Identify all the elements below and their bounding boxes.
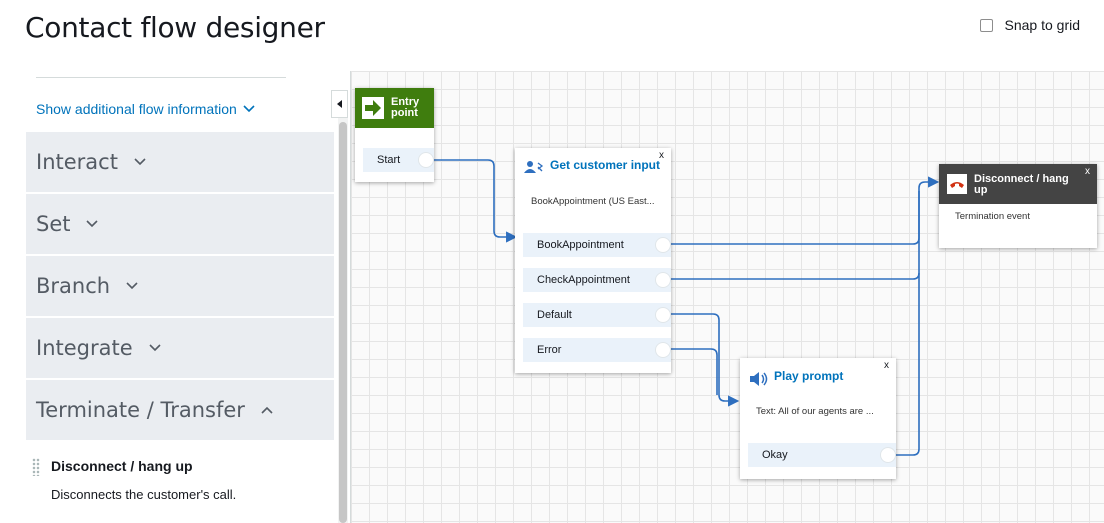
block-item-title: Disconnect / hang up bbox=[51, 458, 193, 474]
page-title: Contact flow designer bbox=[25, 11, 325, 44]
output-port[interactable] bbox=[655, 307, 671, 323]
chevron-up-icon bbox=[261, 406, 273, 414]
branch-label: Error bbox=[537, 344, 562, 356]
section-set[interactable]: Set bbox=[26, 194, 334, 254]
play-prompt-subtitle: Text: All of our agents are ... bbox=[756, 406, 874, 417]
snap-to-grid[interactable]: Snap to grid bbox=[979, 17, 1081, 33]
output-port[interactable] bbox=[655, 237, 671, 253]
branch-okay: Okay bbox=[748, 443, 896, 467]
branch-start: Start bbox=[363, 148, 434, 172]
block-item-description: Disconnects the customer's call. bbox=[51, 487, 237, 502]
speaker-icon bbox=[750, 372, 768, 386]
section-label: Terminate / Transfer bbox=[36, 398, 245, 422]
section-label: Set bbox=[36, 212, 71, 236]
play-prompt-title: Play prompt bbox=[774, 369, 844, 383]
branch-checkappointment: CheckAppointment bbox=[523, 268, 671, 292]
entry-point-header: Entry point bbox=[355, 88, 434, 128]
sidebar: Show additional flow information Interac… bbox=[26, 71, 334, 523]
close-icon[interactable]: x bbox=[659, 150, 664, 161]
section-branch[interactable]: Branch bbox=[26, 256, 334, 316]
wire-okay-to-disconnect[interactable] bbox=[896, 273, 920, 456]
get-customer-input-title: Get customer input bbox=[550, 158, 661, 172]
branch-label: CheckAppointment bbox=[537, 274, 630, 286]
get-customer-input-subtitle: BookAppointment (US East... bbox=[531, 196, 655, 207]
flow-connections bbox=[434, 159, 940, 456]
disconnect-title-line1: Disconnect / hang bbox=[974, 173, 1069, 185]
snap-to-grid-label: Snap to grid bbox=[1004, 17, 1081, 33]
snap-to-grid-checkbox[interactable] bbox=[979, 18, 993, 32]
collapse-sidebar-button[interactable] bbox=[331, 90, 348, 118]
flow-canvas[interactable]: Entry point Start Get customer input x B… bbox=[350, 71, 1104, 523]
entry-point-block[interactable]: Entry point Start bbox=[355, 88, 434, 182]
branch-label: Default bbox=[537, 309, 572, 321]
output-port[interactable] bbox=[655, 272, 671, 288]
block-item-disconnect[interactable]: Disconnect / hang up Disconnects the cus… bbox=[26, 440, 334, 523]
wire-default-to-play-prompt[interactable] bbox=[671, 313, 740, 407]
chevron-down-icon bbox=[243, 105, 255, 113]
output-port[interactable] bbox=[655, 342, 671, 358]
chevron-down-icon bbox=[134, 158, 146, 166]
section-integrate[interactable]: Integrate bbox=[26, 318, 334, 378]
drag-handle-icon[interactable] bbox=[32, 458, 40, 476]
wire-book-to-disconnect[interactable] bbox=[671, 176, 940, 245]
section-label: Branch bbox=[36, 274, 111, 298]
branch-error: Error bbox=[523, 338, 671, 362]
wire-start-to-get-input[interactable] bbox=[434, 159, 518, 243]
branch-default: Default bbox=[523, 303, 671, 327]
output-port[interactable] bbox=[880, 447, 896, 463]
wire-check-to-disconnect[interactable] bbox=[671, 191, 920, 280]
get-customer-input-block[interactable]: Get customer input x BookAppointment (US… bbox=[515, 148, 671, 373]
section-terminate-transfer[interactable]: Terminate / Transfer bbox=[26, 380, 334, 440]
arrow-right-icon bbox=[362, 97, 384, 119]
disconnect-title-line2: up bbox=[974, 184, 988, 196]
close-icon[interactable]: x bbox=[1085, 166, 1090, 177]
section-label: Integrate bbox=[36, 336, 133, 360]
phone-hangup-icon bbox=[947, 174, 967, 194]
sidebar-scrollbar-thumb[interactable] bbox=[339, 122, 347, 523]
branch-bookappointment: BookAppointment bbox=[523, 233, 671, 257]
chevron-down-icon bbox=[149, 344, 161, 352]
close-icon[interactable]: x bbox=[884, 360, 889, 371]
show-additional-info-link[interactable]: Show additional flow information bbox=[36, 101, 255, 117]
section-label: Interact bbox=[36, 150, 118, 174]
chevron-down-icon bbox=[126, 282, 138, 290]
disconnect-subtitle: Termination event bbox=[955, 211, 1030, 222]
disconnect-block[interactable]: Disconnect / hang up x Termination event bbox=[939, 164, 1097, 248]
caret-left-icon bbox=[336, 100, 342, 108]
branch-label: BookAppointment bbox=[537, 239, 624, 251]
output-port[interactable] bbox=[418, 152, 434, 168]
section-interact[interactable]: Interact bbox=[26, 132, 334, 192]
branch-label: Start bbox=[377, 154, 401, 166]
wire-error-to-play-prompt[interactable] bbox=[671, 348, 718, 395]
entry-point-title-line2: point bbox=[391, 107, 418, 119]
chevron-down-icon bbox=[86, 220, 99, 228]
sidebar-divider bbox=[36, 77, 286, 78]
customer-input-icon bbox=[524, 161, 544, 173]
branch-label: Okay bbox=[762, 449, 788, 461]
entry-point-title-line1: Entry bbox=[391, 96, 420, 108]
show-additional-info-label: Show additional flow information bbox=[36, 101, 237, 117]
disconnect-header: Disconnect / hang up x bbox=[939, 164, 1097, 204]
play-prompt-block[interactable]: Play prompt x Text: All of our agents ar… bbox=[740, 358, 896, 479]
